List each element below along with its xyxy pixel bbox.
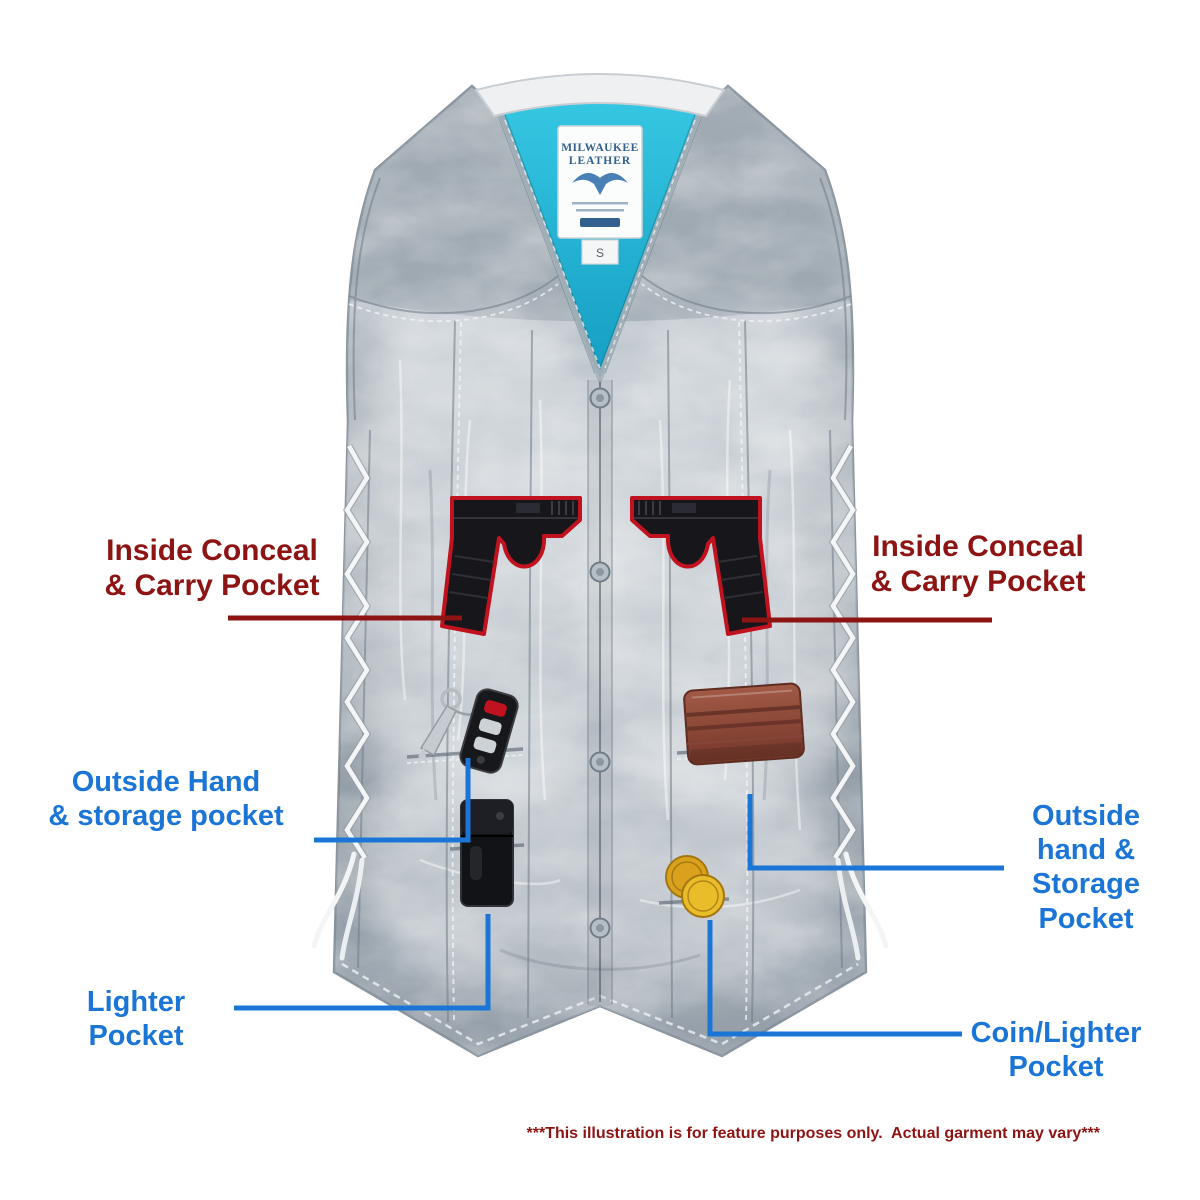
center-placket [587, 380, 613, 1006]
connector-outside-hand-left [314, 758, 471, 843]
callout-coin-lighter-pocket: Coin/Lighter Pocket [970, 1017, 1142, 1084]
key-fob-icon [418, 688, 519, 774]
callout-inside-conceal-left: Inside Conceal & Carry Pocket [104, 534, 320, 603]
brand-label-tag: MILWAUKEE LEATHER S [557, 125, 643, 265]
callout-inside-conceal-right: Inside Conceal & Carry Pocket [870, 530, 1086, 599]
eagle-logo-icon [572, 173, 628, 195]
coins-icon [665, 855, 725, 918]
snap-buttons [589, 387, 611, 939]
callout-outside-hand-left: Outside Hand & storage pocket [48, 766, 284, 833]
connector-outside-hand-right [747, 794, 1004, 871]
callout-connectors [228, 615, 1004, 1037]
callout-lighter-pocket: Lighter Pocket [86, 986, 186, 1053]
wallet-icon [683, 682, 805, 766]
pistol-icon-left [440, 496, 582, 636]
brand-line2: LEATHER [569, 155, 631, 167]
lighter-icon [460, 799, 514, 907]
callout-outside-hand-right: Outside hand & Storage Pocket [1032, 800, 1140, 935]
disclaimer-text: ***This illustration is for feature purp… [526, 1125, 1101, 1142]
size-label: S [596, 246, 604, 260]
side-laces-left [311, 444, 372, 961]
collar-band [474, 73, 726, 118]
brand-line1: MILWAUKEE [561, 142, 639, 154]
connector-coin-lighter-pocket [707, 920, 962, 1037]
connector-lighter-pocket [234, 914, 491, 1011]
